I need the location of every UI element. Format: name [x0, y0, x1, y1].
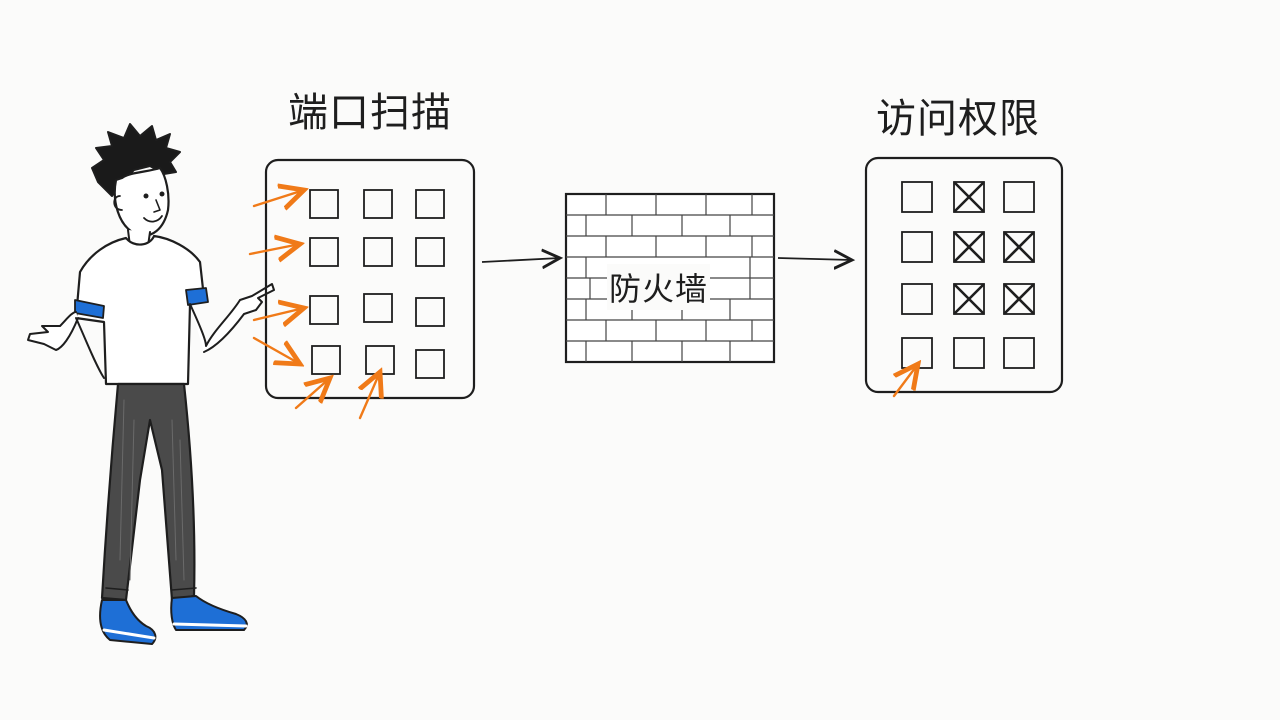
scan-arrow [360, 372, 380, 420]
access-cell-blocked [1003, 231, 1035, 263]
port-cell [363, 237, 393, 267]
scan-arrows [248, 190, 380, 420]
connector-arrow-to-firewall [481, 258, 560, 262]
right-sleeve-band [185, 287, 209, 306]
access-cell-open [1003, 181, 1035, 213]
person-pants [100, 382, 196, 602]
port-cell [415, 297, 445, 327]
firewall-label: 防火墙 [607, 264, 711, 310]
port-cell [309, 189, 339, 219]
scan-arrow [248, 244, 300, 254]
port-cell [363, 189, 393, 219]
left-sleeve-band [74, 299, 105, 319]
port-cell [415, 237, 445, 267]
person-left-arm [27, 311, 79, 351]
port-cell [415, 349, 445, 379]
port-cell [309, 237, 339, 267]
access-arrow [892, 364, 918, 398]
access-cell-open [901, 181, 933, 213]
access-box [864, 156, 1064, 394]
scan-arrow [252, 308, 304, 320]
right-shoe [170, 595, 248, 631]
person-figure [27, 123, 275, 645]
blocked-cross-mark [1003, 283, 1035, 315]
port-cell [415, 189, 445, 219]
person-right-arm [189, 283, 275, 353]
person-shirt [74, 234, 206, 386]
blocked-cross-mark [953, 181, 985, 213]
person-hair [91, 123, 181, 197]
blocked-cross-mark [953, 231, 985, 263]
port-scan-title: 端口扫描 [288, 90, 452, 136]
connector-arrow-to-access [777, 258, 852, 260]
person-face [113, 166, 170, 237]
port-cell [311, 345, 341, 375]
scan-arrow [252, 336, 300, 364]
port-cell [363, 293, 393, 323]
access-cell-blocked [1003, 283, 1035, 315]
access-cell-open [901, 231, 933, 263]
access-cell-blocked [953, 283, 985, 315]
scan-arrow [294, 378, 330, 410]
port-scan-box [264, 158, 476, 400]
blocked-cross-mark [1003, 231, 1035, 263]
scan-arrow [252, 190, 304, 206]
access-grid [901, 181, 1035, 369]
access-cell-blocked [953, 231, 985, 263]
access-title: 访问权限 [876, 96, 1040, 142]
access-cell-blocked [953, 181, 985, 213]
access-cell-open [953, 337, 985, 369]
access-cell-open [1003, 337, 1035, 369]
port-cell [309, 295, 339, 325]
blocked-cross-mark [953, 283, 985, 315]
port-grid [309, 189, 445, 379]
port-cell [365, 345, 395, 375]
access-cell-open [901, 283, 933, 315]
